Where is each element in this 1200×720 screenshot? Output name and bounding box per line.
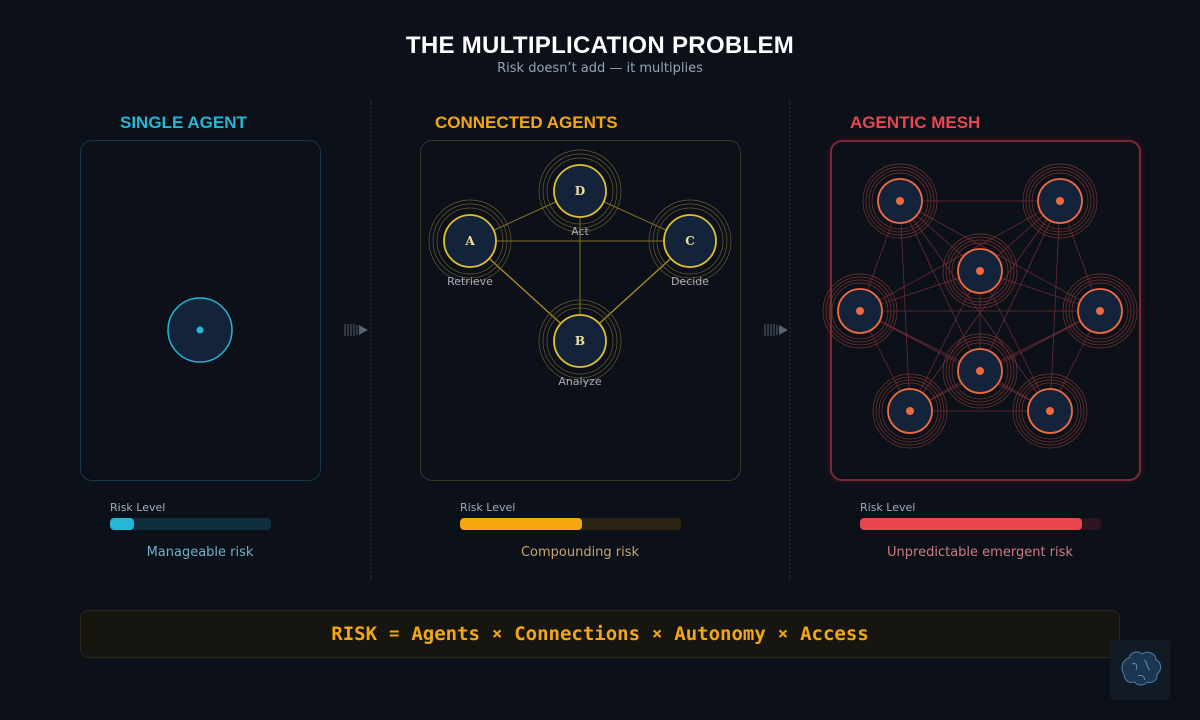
mesh-agent-node xyxy=(1062,273,1138,349)
mesh-agent-node xyxy=(822,273,898,349)
risk-caption: Compounding risk xyxy=(520,545,640,560)
formula-times: × xyxy=(652,624,663,644)
brain-icon xyxy=(1110,640,1170,700)
agent-node-c: C Decide xyxy=(648,199,732,288)
agent-node-b: B Analyze xyxy=(538,299,622,388)
formula-equals: = xyxy=(389,624,400,644)
connected-agents-diagram: A Retrieve D Act C Decide B Analyze xyxy=(428,149,732,388)
single-agent-panel xyxy=(80,140,321,481)
formula-term: Connections xyxy=(514,623,641,645)
node-label: Retrieve xyxy=(447,275,493,288)
agent-node-d: D Act xyxy=(538,149,622,238)
mesh-connection-line xyxy=(909,200,1061,412)
node-letter: B xyxy=(575,334,585,348)
mesh-connection-line xyxy=(899,200,911,412)
mesh-connection-line xyxy=(859,200,1061,312)
mesh-agent-node xyxy=(862,163,938,239)
formula-term: Access xyxy=(800,623,869,645)
formula-times: × xyxy=(777,624,789,644)
mesh-agent-node xyxy=(942,233,1018,309)
mesh-agent-node xyxy=(872,373,948,449)
single-agent-diagram xyxy=(167,297,233,363)
mesh-connection-line xyxy=(899,200,1101,312)
node-label: Decide xyxy=(671,275,709,288)
node-label: Act xyxy=(571,225,589,238)
mesh-connection-line xyxy=(1049,200,1061,412)
formula-term: Autonomy xyxy=(674,623,766,645)
agentic-mesh-diagram xyxy=(822,163,1138,449)
column-divider xyxy=(370,100,372,580)
connected-agents-panel xyxy=(420,140,741,481)
mesh-connection-line xyxy=(899,200,1051,412)
risk-level-label: Risk Level xyxy=(860,501,916,514)
mesh-connection-line xyxy=(979,270,1051,412)
agentic-mesh-panel xyxy=(830,140,1141,481)
node-label: Analyze xyxy=(558,375,602,388)
mesh-agent-node xyxy=(1012,373,1088,449)
arrow-right-icon xyxy=(764,324,788,336)
mesh-connection-line xyxy=(859,310,1051,412)
page-subtitle: Risk doesn’t add — it multiplies xyxy=(497,61,703,76)
node-letter: C xyxy=(685,234,695,248)
formula-term: RISK xyxy=(331,623,378,645)
risk-caption: Manageable risk xyxy=(146,545,254,560)
risk-level-fill xyxy=(460,518,582,530)
node-letter: D xyxy=(575,184,585,198)
agent-core-dot xyxy=(196,326,204,334)
mesh-connection-line xyxy=(909,270,981,412)
risk-level-bar xyxy=(460,518,681,530)
mesh-agent-node xyxy=(1022,163,1098,239)
arrow-right-icon xyxy=(344,324,368,336)
risk-level-fill xyxy=(110,518,135,530)
mesh-agent-node xyxy=(942,333,1018,409)
formula-times: × xyxy=(491,624,503,644)
connected-agents-title: CONNECTED AGENTS xyxy=(435,113,618,132)
risk-level-bar xyxy=(860,518,1101,530)
mesh-connection-line xyxy=(909,310,1101,412)
risk-level-fill xyxy=(860,518,1082,530)
single-agent-title: SINGLE AGENT xyxy=(120,113,247,132)
risk-formula: RISK = Agents × Connections × Autonomy ×… xyxy=(80,610,1120,658)
page-title: THE MULTIPLICATION PROBLEM xyxy=(405,32,795,59)
node-letter: A xyxy=(464,234,475,248)
column-divider xyxy=(789,100,791,580)
agent-node-a: A Retrieve xyxy=(428,199,512,288)
agentic-mesh-title: AGENTIC MESH xyxy=(850,113,981,132)
risk-level-label: Risk Level xyxy=(460,501,516,514)
risk-level-bar xyxy=(110,518,271,530)
risk-caption: Unpredictable emergent risk xyxy=(887,545,1073,560)
risk-level-label: Risk Level xyxy=(110,501,166,514)
formula-term: Agents xyxy=(411,623,480,645)
